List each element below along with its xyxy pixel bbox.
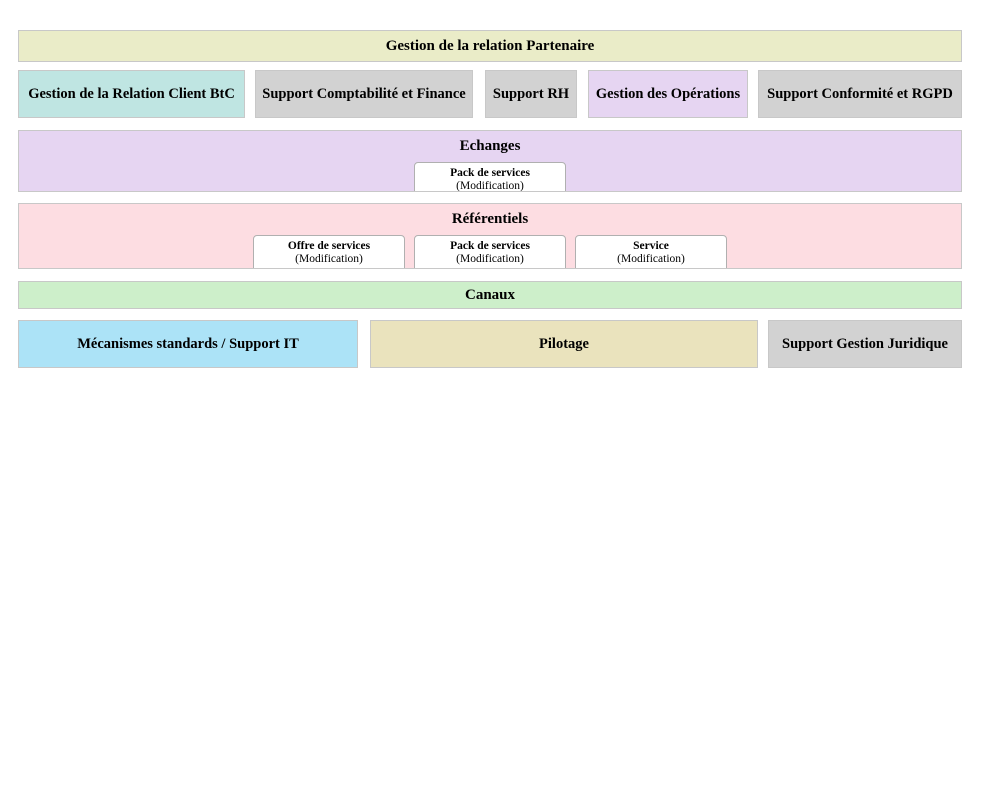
block-label: Gestion des Opérations (595, 85, 741, 102)
block-mecanismes-standards-support-it[interactable]: Mécanismes standards / Support IT (18, 320, 358, 368)
block-gestion-des-operations[interactable]: Gestion des Opérations (588, 70, 748, 118)
chip-subtitle: (Modification) (456, 180, 524, 192)
referentiels-chip-list: Offre de services (Modification) Pack de… (25, 234, 955, 268)
block-label: Canaux (464, 286, 516, 303)
chip-offre-de-services[interactable]: Offre de services (Modification) (253, 234, 405, 268)
block-support-rh[interactable]: Support RH (485, 70, 577, 118)
block-label: Support Conformité et RGPD (767, 85, 953, 102)
chip-subtitle: (Modification) (617, 253, 685, 266)
chip-subtitle: (Modification) (295, 253, 363, 266)
block-pilotage[interactable]: Pilotage (370, 320, 758, 368)
chip-pack-de-services[interactable]: Pack de services (Modification) (414, 234, 566, 268)
chip-pack-de-services[interactable]: Pack de services (Modification) (414, 161, 566, 192)
block-label: Gestion de la relation Partenaire (385, 37, 595, 54)
block-gestion-relation-partenaire[interactable]: Gestion de la relation Partenaire (18, 30, 962, 62)
chip-title: Service (633, 239, 669, 252)
echanges-chip-list: Pack de services (Modification) (25, 161, 955, 192)
block-gestion-relation-client-btc[interactable]: Gestion de la Relation Client BtC (18, 70, 245, 118)
block-canaux[interactable]: Canaux (18, 281, 962, 309)
chip-subtitle: (Modification) (456, 253, 524, 266)
block-label: Mécanismes standards / Support IT (77, 335, 299, 352)
block-label: Support Gestion Juridique (782, 335, 948, 352)
chip-title: Pack de services (450, 166, 530, 179)
chip-title: Pack de services (450, 239, 530, 252)
referentiels-title: Référentiels (451, 211, 529, 227)
block-referentiels[interactable]: Référentiels Offre de services (Modifica… (18, 203, 962, 269)
chip-service[interactable]: Service (Modification) (575, 234, 727, 268)
block-support-gestion-juridique[interactable]: Support Gestion Juridique (768, 320, 962, 368)
chip-title: Offre de services (287, 239, 371, 252)
block-label: Support Comptabilité et Finance (262, 85, 466, 102)
block-support-comptabilite-finance[interactable]: Support Comptabilité et Finance (255, 70, 473, 118)
echanges-title: Echanges (459, 138, 521, 154)
block-label: Pilotage (539, 335, 589, 352)
block-echanges[interactable]: Echanges Pack de services (Modification) (18, 130, 962, 192)
block-support-conformite-rgpd[interactable]: Support Conformité et RGPD (758, 70, 962, 118)
block-label: Support RH (492, 85, 570, 102)
block-label: Gestion de la Relation Client BtC (28, 85, 235, 102)
